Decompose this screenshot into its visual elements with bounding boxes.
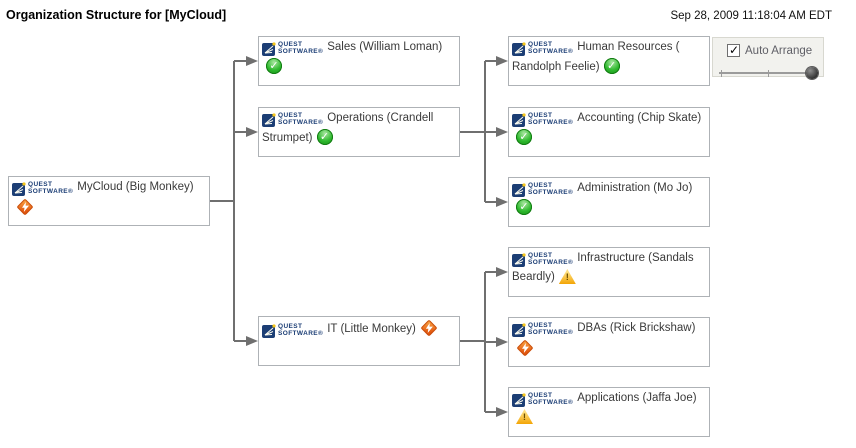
orange-diamond-icon [420,319,438,337]
page-title: Organization Structure for [MyCloud] [6,8,227,22]
node-label: Sales (William Loman) [327,41,443,53]
node-label: IT (Little Monkey) [327,323,416,335]
node-label: Infrastructure (Sandals Beardly) [512,252,694,283]
green-check-icon [316,129,333,145]
slider-tick [721,70,722,77]
green-check-icon [516,129,532,145]
quest-starburst-icon [262,113,276,127]
timestamp: Sep 28, 2009 11:18:04 AM EDT [670,10,832,22]
node-label: Accounting (Chip Skate) [577,112,702,124]
slider-track[interactable] [719,72,819,74]
quest-starburst-icon [512,183,526,197]
quest-starburst-icon [512,42,526,56]
auto-arrange-label: Auto Arrange [745,44,813,57]
orange-diamond-icon [16,198,34,216]
quest-starburst-icon [262,42,276,56]
warning-triangle-icon [516,409,533,424]
quest-starburst-icon [512,323,526,337]
checkbox-checked-icon[interactable] [727,43,740,57]
warning-triangle-icon [558,269,576,284]
quest-starburst-icon [512,253,526,267]
green-check-icon [603,58,620,74]
quest-starburst-icon [512,113,526,127]
quest-starburst-icon [512,393,526,407]
slider-thumb[interactable] [806,67,818,79]
auto-arrange-panel: Auto Arrange [712,37,824,79]
quest-starburst-icon [262,324,276,338]
node-label: Administration (Mo Jo) [577,182,693,194]
zoom-slider[interactable] [719,67,819,79]
slider-tick [768,70,769,77]
node-label: Operations (Crandell Strumpet) [262,112,434,144]
node-label: MyCloud (Big Monkey) [77,181,194,193]
green-check-icon [266,58,282,74]
auto-arrange-checkbox[interactable]: Auto Arrange [727,43,813,57]
green-check-icon [516,199,532,215]
node-label: Applications (Jaffa Joe) [577,392,697,404]
node-label: DBAs (Rick Brickshaw) [577,322,696,334]
quest-starburst-icon [12,182,26,196]
node-label: Human Resources ( Randolph Feelie) [512,41,680,73]
orange-diamond-icon [516,339,534,357]
